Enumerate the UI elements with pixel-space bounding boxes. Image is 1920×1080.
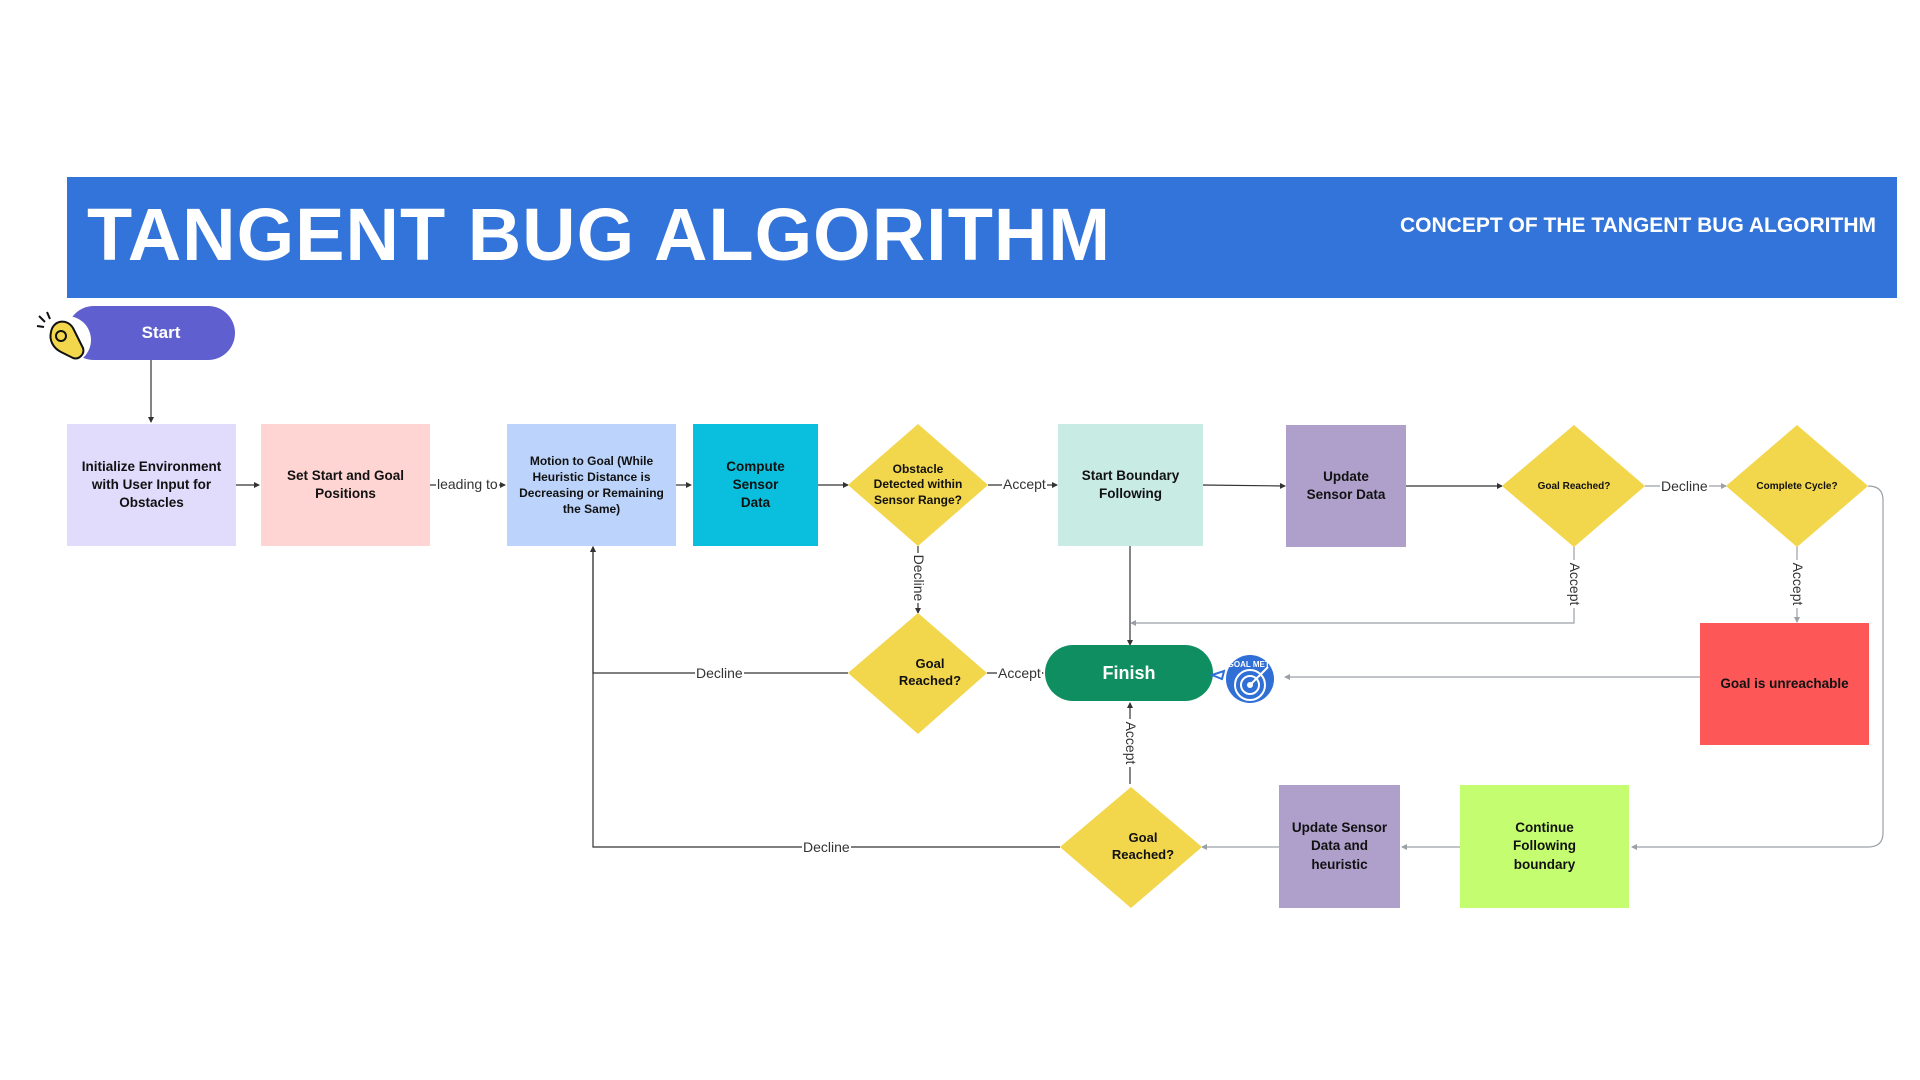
start-node: Start — [67, 306, 235, 360]
update-sensor-heuristic-label: Update Sensor Data and heuristic — [1291, 820, 1388, 872]
page-subtitle: CONCEPT OF THE TANGENT BUG ALGORITHM — [1400, 214, 1876, 237]
update-sensor-node: Update Sensor Data — [1286, 425, 1406, 547]
edge-label-decline-goal-bottom: Decline — [802, 839, 851, 855]
set-positions-node: Set Start and Goal Positions — [261, 424, 430, 546]
page-title: TANGENT BUG ALGORITHM — [87, 193, 1112, 276]
edge-label-leading-to: leading to — [436, 476, 499, 492]
edge-goaltop-accept — [1130, 546, 1575, 626]
obstacle-detected-label: Obstacle Detected within Sensor Range? — [873, 461, 963, 507]
complete-cycle-label: Complete Cycle? — [1756, 480, 1838, 492]
edge-label-accept-goal-bottom: Accept — [1123, 719, 1139, 767]
header-banner — [67, 177, 1897, 298]
diamond-shapes — [848, 424, 1868, 908]
set-positions-label: Set Start and Goal Positions — [286, 467, 405, 501]
edge-boundary-to-update — [1201, 482, 1286, 489]
continue-following-node: Continue Following boundary — [1460, 785, 1629, 908]
edge-goalbottom-decline — [590, 546, 1060, 848]
init-environment-node: Initialize Environment with User Input f… — [67, 424, 236, 546]
diamond-obstacle — [848, 424, 988, 546]
update-sensor-label: Update Sensor Data — [1306, 468, 1386, 502]
init-environment-label: Initialize Environment with User Input f… — [81, 458, 222, 511]
continue-following-label: Continue Following boundary — [1513, 820, 1576, 872]
diamond-cycle — [1726, 425, 1868, 547]
edge-label-decline-goal-mid: Decline — [695, 665, 744, 681]
diamond-goal-top — [1502, 425, 1645, 547]
motion-to-goal-label: Motion to Goal (While Heuristic Distance… — [519, 453, 664, 517]
finish-label: Finish — [1102, 662, 1156, 683]
edge-label-accept-goal-mid: Accept — [997, 665, 1042, 681]
ok-hand-icon — [33, 306, 97, 370]
goal-unreachable-node: Goal is unreachable — [1700, 623, 1869, 745]
update-sensor-heuristic-node: Update Sensor Data and heuristic — [1279, 785, 1400, 908]
compute-sensor-label: Compute Sensor Data — [726, 458, 785, 511]
edge-label-accept-goal-top: Accept — [1567, 560, 1583, 608]
start-label: Start — [141, 323, 181, 342]
compute-sensor-node: Compute Sensor Data — [693, 424, 818, 546]
edge-label-decline-goal-top: Decline — [1660, 478, 1709, 494]
goal-reached-bottom-label: Goal Reached? — [1111, 830, 1175, 862]
goal-met-icon: GOAL MET! — [1208, 645, 1282, 709]
edge-label-decline-obstacle: Decline — [911, 553, 927, 603]
goal-reached-top-label: Goal Reached? — [1537, 480, 1611, 492]
finish-node: Finish — [1045, 645, 1213, 701]
diamond-goal-bottom — [1060, 787, 1202, 908]
edge-label-accept-obstacle: Accept — [1002, 476, 1047, 492]
edge-cycle-decline-to-continue — [1631, 485, 1884, 850]
start-boundary-node: Start Boundary Following — [1058, 424, 1203, 546]
start-boundary-label: Start Boundary Following — [1081, 467, 1180, 501]
goal-reached-mid-label: Goal Reached? — [898, 656, 962, 688]
diamond-goal-mid — [848, 613, 987, 734]
edge-goalmid-decline — [590, 546, 848, 674]
motion-to-goal-node: Motion to Goal (While Heuristic Distance… — [507, 424, 676, 546]
goal-unreachable-label: Goal is unreachable — [1720, 675, 1849, 691]
goal-met-text: GOAL MET! — [1228, 660, 1273, 669]
edge-label-accept-cycle: Accept — [1790, 560, 1806, 608]
